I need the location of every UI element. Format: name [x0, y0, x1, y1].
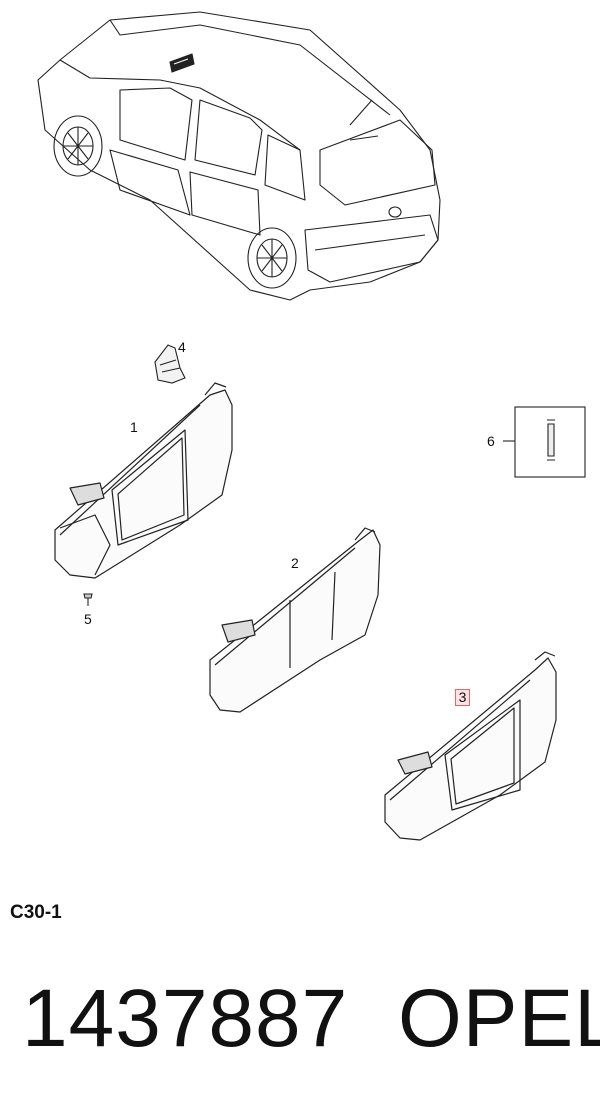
- brand-name: OPEL: [398, 973, 600, 1064]
- part-visor-mirror-right: [384, 651, 557, 841]
- part-number: 1437887: [22, 973, 349, 1064]
- parts-diagram: 4 1 5 2 6: [37, 11, 586, 841]
- callout-visor-plain: 2: [291, 555, 299, 571]
- part-visor-plain: [209, 527, 381, 713]
- section-code: C30-1: [10, 902, 62, 923]
- car-illustration: [37, 11, 441, 301]
- callout-visor-mirror-left: 1: [130, 419, 138, 435]
- highlighted-callout-box: [455, 689, 470, 706]
- callout-screw: 5: [84, 611, 92, 627]
- part-clip: [154, 344, 186, 384]
- part-screw: [83, 593, 93, 606]
- callout-clip: 4: [178, 339, 186, 355]
- callout-visor-mirror-right: 3: [458, 689, 467, 705]
- part-bulb: [503, 406, 586, 478]
- part-visor-mirror-left: [54, 382, 233, 579]
- callout-bulb: 6: [487, 433, 495, 449]
